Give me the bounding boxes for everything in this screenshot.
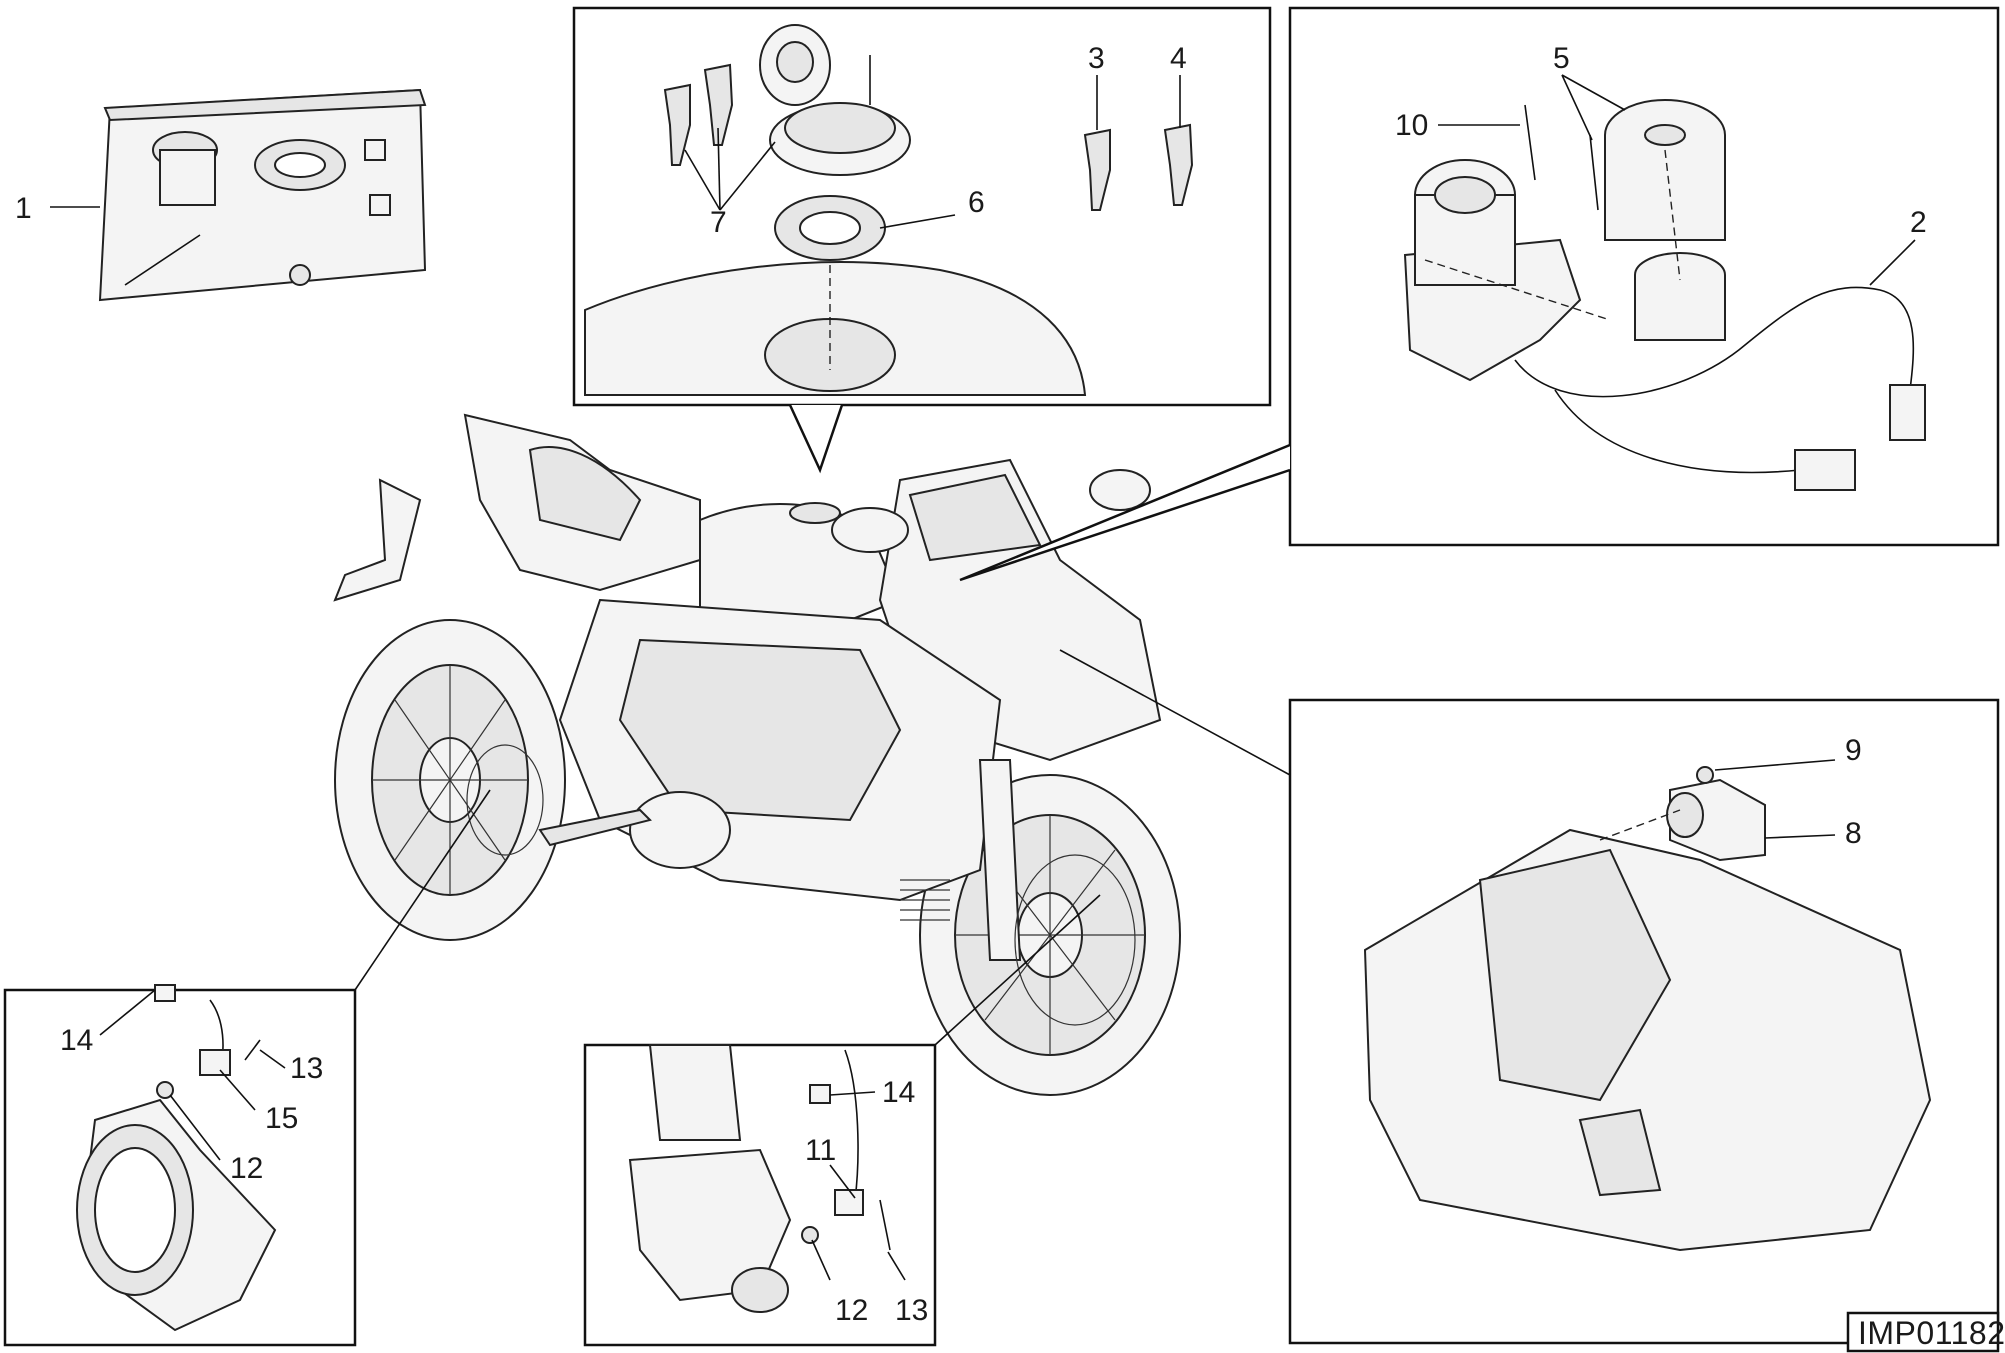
sensor-panel-pointer bbox=[1059, 649, 1291, 776]
steering-lock-leaders bbox=[1438, 74, 1916, 286]
reference-code: IMP01182 bbox=[1858, 1315, 2005, 1351]
fuel-cap-illustration bbox=[584, 24, 1194, 396]
lock-set-illustration bbox=[98, 88, 427, 302]
callout-12-rear: 12 bbox=[230, 1152, 263, 1185]
steering-lock-panel-pointer bbox=[959, 443, 1291, 582]
rear-sensor-illustration bbox=[76, 984, 277, 1332]
rear-sensor-panel-pointer bbox=[354, 789, 491, 991]
callout-9: 9 bbox=[1845, 734, 1862, 767]
callout-14-front: 14 bbox=[882, 1076, 915, 1109]
callout-11: 11 bbox=[805, 1134, 836, 1167]
callout-4: 4 bbox=[1170, 42, 1187, 75]
callout-10: 10 bbox=[1395, 109, 1428, 142]
callout-7: 7 bbox=[710, 206, 727, 239]
front-sensor-illustration bbox=[628, 1044, 891, 1313]
rear-sensor-leaders bbox=[99, 989, 286, 1161]
reference-box bbox=[1846, 1311, 2000, 1353]
battery-box-illustration bbox=[1363, 766, 1932, 1252]
motorcycle-illustration bbox=[333, 413, 1181, 1096]
callout-3: 3 bbox=[1088, 42, 1105, 75]
callout-12-front: 12 bbox=[835, 1294, 868, 1327]
callout-6: 6 bbox=[968, 186, 985, 219]
callout-13-rear: 13 bbox=[290, 1052, 323, 1085]
callout-14-rear: 14 bbox=[60, 1024, 93, 1057]
callout-8: 8 bbox=[1845, 817, 1862, 850]
front-sensor-leaders bbox=[811, 1091, 906, 1281]
fuel-cap-panel-pointer bbox=[788, 404, 844, 474]
steering-lock-illustration bbox=[1403, 99, 1926, 491]
fuel-cap-leaders bbox=[684, 75, 1181, 229]
sensor-leaders bbox=[1714, 759, 1836, 839]
callout-5: 5 bbox=[1553, 42, 1570, 75]
callout-1: 1 bbox=[15, 192, 32, 225]
front-sensor-panel-pointer bbox=[934, 894, 1101, 1046]
callout-13-front: 13 bbox=[895, 1294, 928, 1327]
callout-15: 15 bbox=[265, 1102, 298, 1135]
callout-2: 2 bbox=[1910, 206, 1927, 239]
